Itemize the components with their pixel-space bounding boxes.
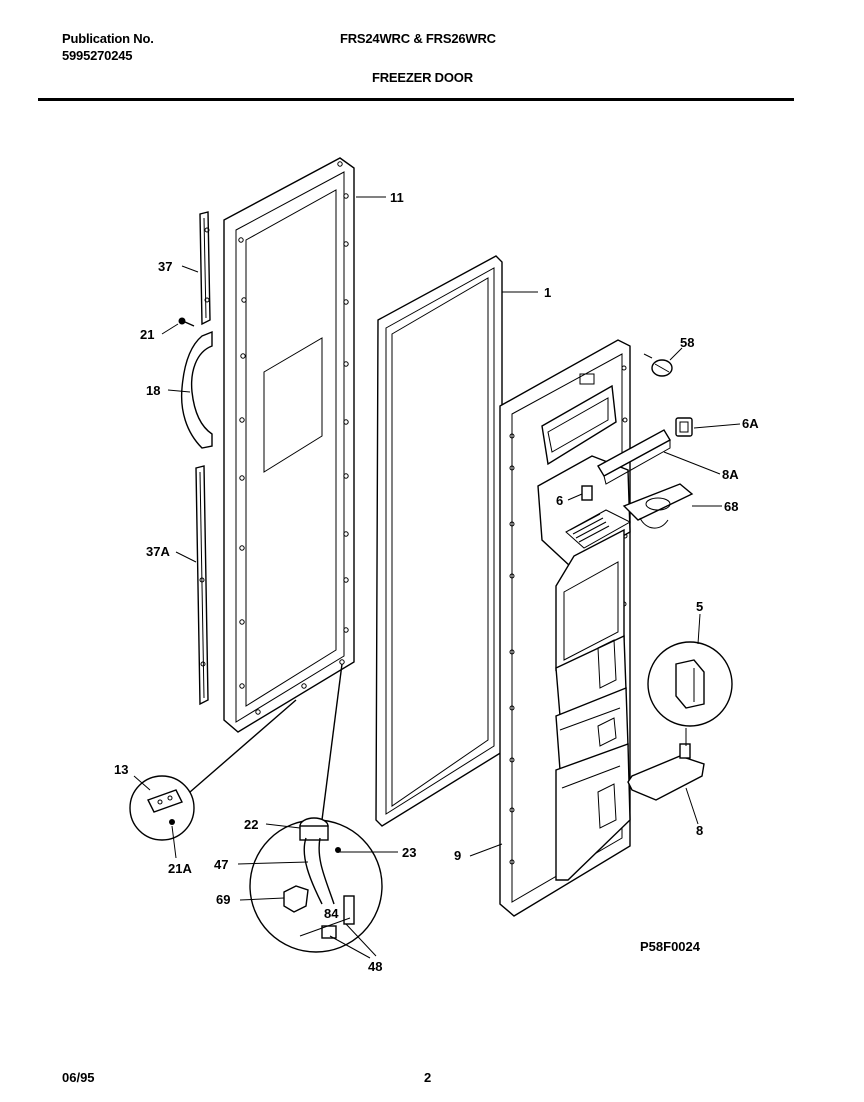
callout-8: 8 (696, 823, 703, 838)
callout-47: 47 (214, 857, 228, 872)
handle-screw (178, 317, 195, 327)
callout-1: 1 (544, 285, 551, 300)
liner-screw (643, 353, 673, 377)
door-handle (180, 330, 213, 449)
callout-6a: 6A (742, 416, 759, 431)
dispenser-cover-68 (622, 483, 694, 529)
callout-21a: 21A (168, 861, 192, 876)
callout-23: 23 (402, 845, 416, 860)
callout-leaders (133, 196, 741, 959)
callout-37a: 37A (146, 544, 170, 559)
section-title: FREEZER DOOR (372, 70, 473, 85)
footer-date: 06/95 (62, 1070, 95, 1085)
detail-circle-wiring (249, 663, 383, 953)
door-outer-panel (223, 157, 355, 733)
header-rule (38, 98, 794, 101)
publication-number: 5995270245 (62, 48, 133, 63)
detail-circle-13 (129, 699, 297, 841)
door-liner (499, 339, 632, 917)
detail-circle-5 (647, 641, 733, 727)
callout-6: 6 (556, 493, 563, 508)
switch-6 (581, 485, 593, 501)
callout-22: 22 (244, 817, 258, 832)
callout-69: 69 (216, 892, 230, 907)
figure-code: P58F0024 (640, 939, 701, 954)
callout-13: 13 (114, 762, 128, 777)
callout-68: 68 (724, 499, 738, 514)
publication-label: Publication No. (62, 31, 154, 46)
callout-58: 58 (680, 335, 694, 350)
callout-8a: 8A (722, 467, 739, 482)
handle-trim-lower (195, 465, 209, 706)
callout-labels: 11 37 21 18 37A 1 58 6A 8A 6 68 5 13 21A… (114, 190, 759, 974)
callout-37: 37 (158, 259, 172, 274)
paddle-actuator-8a (597, 429, 671, 485)
callout-48: 48 (368, 959, 382, 974)
callout-18: 18 (146, 383, 160, 398)
door-gasket (375, 255, 503, 827)
callout-9: 9 (454, 848, 461, 863)
switch-6a (675, 417, 693, 437)
callout-21: 21 (140, 327, 154, 342)
callout-11: 11 (390, 190, 404, 205)
footer-page-number: 2 (424, 1070, 432, 1085)
bracket-8 (627, 728, 705, 801)
handle-trim-upper (199, 211, 211, 326)
callout-5: 5 (696, 599, 703, 614)
model-numbers: FRS24WRC & FRS26WRC (340, 31, 496, 46)
callout-84: 84 (324, 906, 339, 921)
